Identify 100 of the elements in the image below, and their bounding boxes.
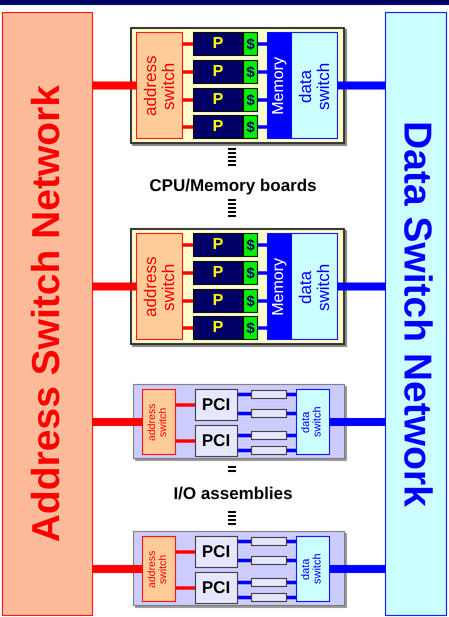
switch-box (136, 32, 183, 139)
connector-line (238, 434, 251, 438)
slot-box (250, 390, 286, 398)
connector-line (258, 98, 267, 102)
switch-label: address switch (147, 548, 170, 590)
connector-line (183, 42, 193, 46)
connector-line (330, 418, 385, 426)
connector-line (183, 70, 193, 74)
section-label: I/O assemblies (173, 484, 293, 504)
switch-box (142, 388, 176, 454)
memory-label: Memory (270, 56, 288, 114)
switch-box (291, 32, 338, 139)
pci-label: PCI (202, 394, 230, 414)
assembly-panel (133, 531, 345, 606)
processor-label: P (212, 63, 224, 81)
processor-box (193, 115, 243, 139)
cache-label: $ (246, 264, 255, 282)
switch-box (136, 233, 183, 340)
cache-label: $ (246, 36, 255, 52)
cache-box (243, 88, 258, 112)
cache-label: $ (246, 92, 255, 108)
connector-line (183, 299, 193, 303)
slot-box (250, 556, 286, 564)
switch-box (142, 536, 176, 602)
cache-box (243, 289, 258, 313)
connector-line (258, 271, 267, 275)
cache-label: $ (246, 64, 255, 80)
switch-label: data switch (300, 552, 324, 586)
connector-line (183, 243, 193, 247)
connector-line (238, 540, 251, 544)
cache-label: $ (246, 236, 255, 254)
connector-line (287, 558, 296, 562)
connector-line (176, 550, 195, 554)
slot-box (250, 408, 286, 418)
connector-line (93, 282, 136, 290)
switch-box (296, 536, 330, 602)
processor-box (193, 233, 243, 257)
switch-box (296, 388, 330, 454)
pci-label: PCI (202, 578, 230, 598)
pci-box (194, 536, 238, 568)
board-panel (130, 228, 345, 345)
connector-line (93, 565, 142, 573)
connector-line (258, 70, 267, 74)
connector-line (287, 540, 296, 544)
connector-line (183, 125, 193, 129)
connector-line (338, 82, 385, 90)
pci-label: PCI (202, 430, 230, 450)
switch-network-band (2, 12, 93, 616)
switch-label: address switch (142, 54, 178, 118)
assembly-panel (133, 384, 345, 459)
slot-box (250, 446, 286, 454)
connector-line (183, 98, 193, 102)
connector-line (258, 42, 267, 46)
connector-line (93, 82, 136, 90)
slot-box (250, 578, 286, 586)
cache-box (243, 316, 258, 340)
connector-line (176, 586, 195, 590)
connector-line (287, 596, 296, 600)
memory-box (267, 233, 291, 340)
processor-label: P (212, 91, 224, 109)
processor-box (193, 289, 243, 313)
connector-line (330, 565, 385, 573)
switch-label: address switch (147, 402, 170, 442)
processor-box (193, 88, 243, 112)
processor-label: P (212, 236, 224, 254)
processor-box (193, 32, 243, 56)
processor-label: P (212, 264, 224, 282)
connector-line (176, 403, 195, 407)
connector-line (238, 558, 251, 562)
processor-box (193, 60, 243, 84)
connector-line (258, 243, 267, 247)
section-label: CPU/Memory boards (149, 176, 317, 196)
connector-line (287, 580, 296, 584)
pci-box (194, 388, 238, 420)
switch-box (291, 233, 338, 340)
cache-label: $ (246, 118, 255, 136)
cache-box (243, 32, 258, 56)
connector-line (238, 412, 251, 416)
connector-line (287, 412, 296, 416)
connector-line (238, 448, 251, 452)
cache-box (243, 115, 258, 139)
cache-label: $ (246, 292, 255, 310)
connector-line (338, 282, 385, 290)
slot-box (250, 592, 286, 602)
pci-box (194, 424, 238, 456)
processor-label: P (212, 292, 224, 310)
processor-label: P (212, 35, 224, 53)
slot-box (250, 536, 286, 546)
connector-line (287, 392, 296, 396)
connector-line (93, 418, 142, 426)
switch-network-band (385, 12, 447, 616)
band-label: Data Switch Network (396, 121, 436, 507)
switch-label: data switch (300, 405, 324, 439)
cache-box (243, 60, 258, 84)
slot-box (250, 430, 286, 440)
cache-label: $ (246, 320, 255, 336)
switch-label: data switch (296, 262, 332, 312)
cache-box (243, 261, 258, 285)
processor-label: P (212, 319, 224, 337)
connector-line (287, 434, 296, 438)
